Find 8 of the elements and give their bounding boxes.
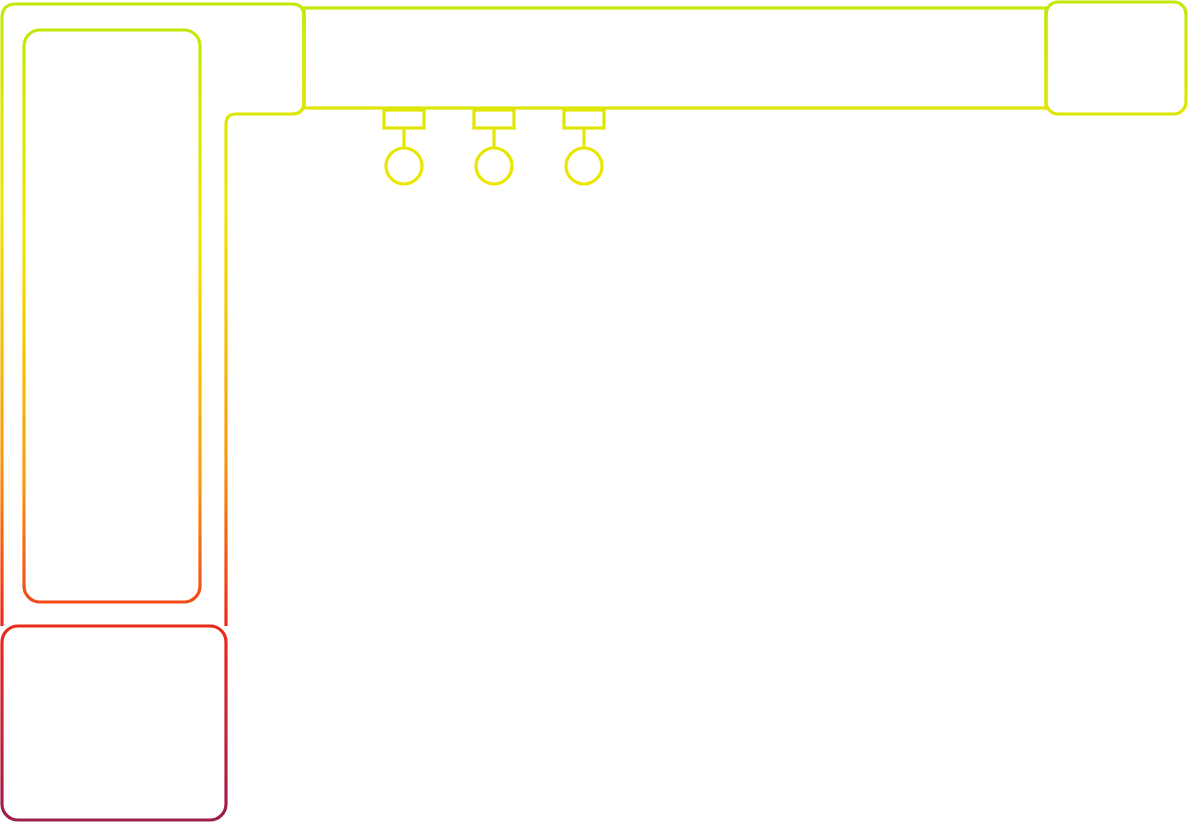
end-cabinet bbox=[1044, 0, 1188, 116]
corner-cabinet bbox=[0, 624, 228, 822]
stool-icon bbox=[562, 108, 606, 186]
sink-cabinet bbox=[22, 28, 202, 604]
stool-icon bbox=[382, 108, 426, 186]
stool-icon bbox=[472, 108, 516, 186]
bar-counter bbox=[302, 6, 1048, 110]
l-shaped-counter bbox=[0, 2, 306, 626]
